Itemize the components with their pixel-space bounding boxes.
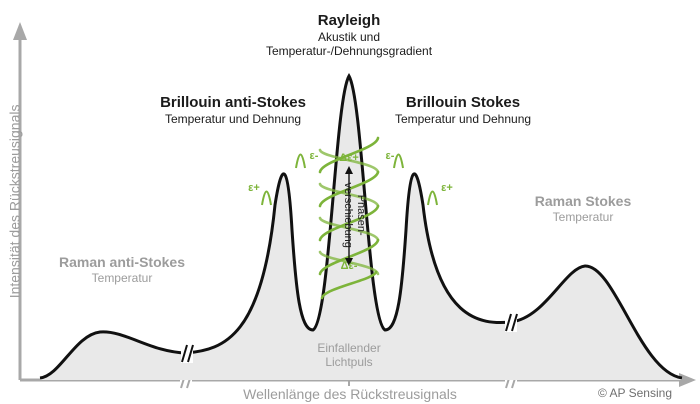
brillouin-anti-stokes-sub: Temperatur und Dehnung: [164, 112, 302, 126]
x-axis-label-text: Wellenlänge des Rückstreusignals: [243, 386, 457, 402]
copyright: © AP Sensing: [597, 386, 672, 400]
x-axis-label: Wellenlänge des Rückstreusignals: [200, 386, 500, 403]
eps-plus-left-label: ε+: [248, 182, 260, 194]
incident-pulse-label: Einfallender Lichtpuls: [299, 341, 399, 370]
y-axis-label: Intensität des Rückstreusignals: [7, 86, 24, 316]
delta-eps-minus-label: Δε-: [340, 260, 358, 272]
x-axis-arrow-icon: [679, 373, 696, 387]
delta-eps-plus-label: Δε+: [339, 152, 359, 164]
raman-stokes-label-group: Raman Stokes Temperatur: [488, 193, 678, 224]
brillouin-anti-stokes-label-group: Brillouin anti-Stokes Temperatur und Deh…: [128, 94, 338, 126]
eps-plus-right-label: ε+: [441, 182, 453, 194]
rayleigh-title: Rayleigh: [317, 12, 381, 29]
eps-minus-right-label: ε-: [385, 150, 395, 162]
wave-icon-right-low: [427, 190, 438, 206]
curve-break-left: [181, 343, 194, 363]
wave-icon-left-low: [261, 190, 272, 206]
rayleigh-label-group: Rayleigh Akustik und Temperatur-/Dehnung…: [239, 12, 459, 59]
rayleigh-line1: Akustik und: [317, 30, 381, 44]
raman-stokes-sub: Temperatur: [552, 209, 614, 224]
curve-break-right: [505, 312, 518, 332]
wave-icon-right-top: [393, 153, 404, 169]
brillouin-stokes-title: Brillouin Stokes: [405, 94, 521, 111]
rayleigh-line2: Temperatur-/Dehnungsgradient: [265, 44, 433, 59]
brillouin-stokes-sub: Temperatur und Dehnung: [394, 112, 532, 126]
phase-shift-line1: Phasen-: [355, 194, 368, 236]
wave-icon-left-top: [295, 153, 306, 169]
phase-arrow-icon: [345, 166, 353, 266]
spectrum-curve-fill: [40, 76, 682, 380]
brillouin-anti-stokes-title: Brillouin anti-Stokes: [160, 94, 306, 111]
strain-wave-icons: [261, 153, 438, 206]
y-axis-arrow-icon: [13, 22, 27, 40]
y-axis-label-text: Intensität des Rückstreusignals: [6, 104, 23, 299]
raman-anti-stokes-label-group: Raman anti-Stokes Temperatur: [22, 254, 222, 285]
brillouin-stokes-label-group: Brillouin Stokes Temperatur und Dehnung: [358, 94, 568, 126]
eps-minus-left-label: ε-: [309, 150, 319, 162]
raman-anti-stokes-sub: Temperatur: [91, 270, 153, 285]
incident-line2: Lichtpuls: [325, 355, 373, 370]
raman-anti-stokes-title: Raman anti-Stokes: [58, 254, 186, 270]
phase-shift-line2: verschiebung: [342, 182, 354, 248]
incident-line1: Einfallender: [317, 341, 381, 355]
raman-stokes-title: Raman Stokes: [534, 193, 632, 209]
phase-shift-label: Phasen- verschiebung: [341, 170, 367, 260]
